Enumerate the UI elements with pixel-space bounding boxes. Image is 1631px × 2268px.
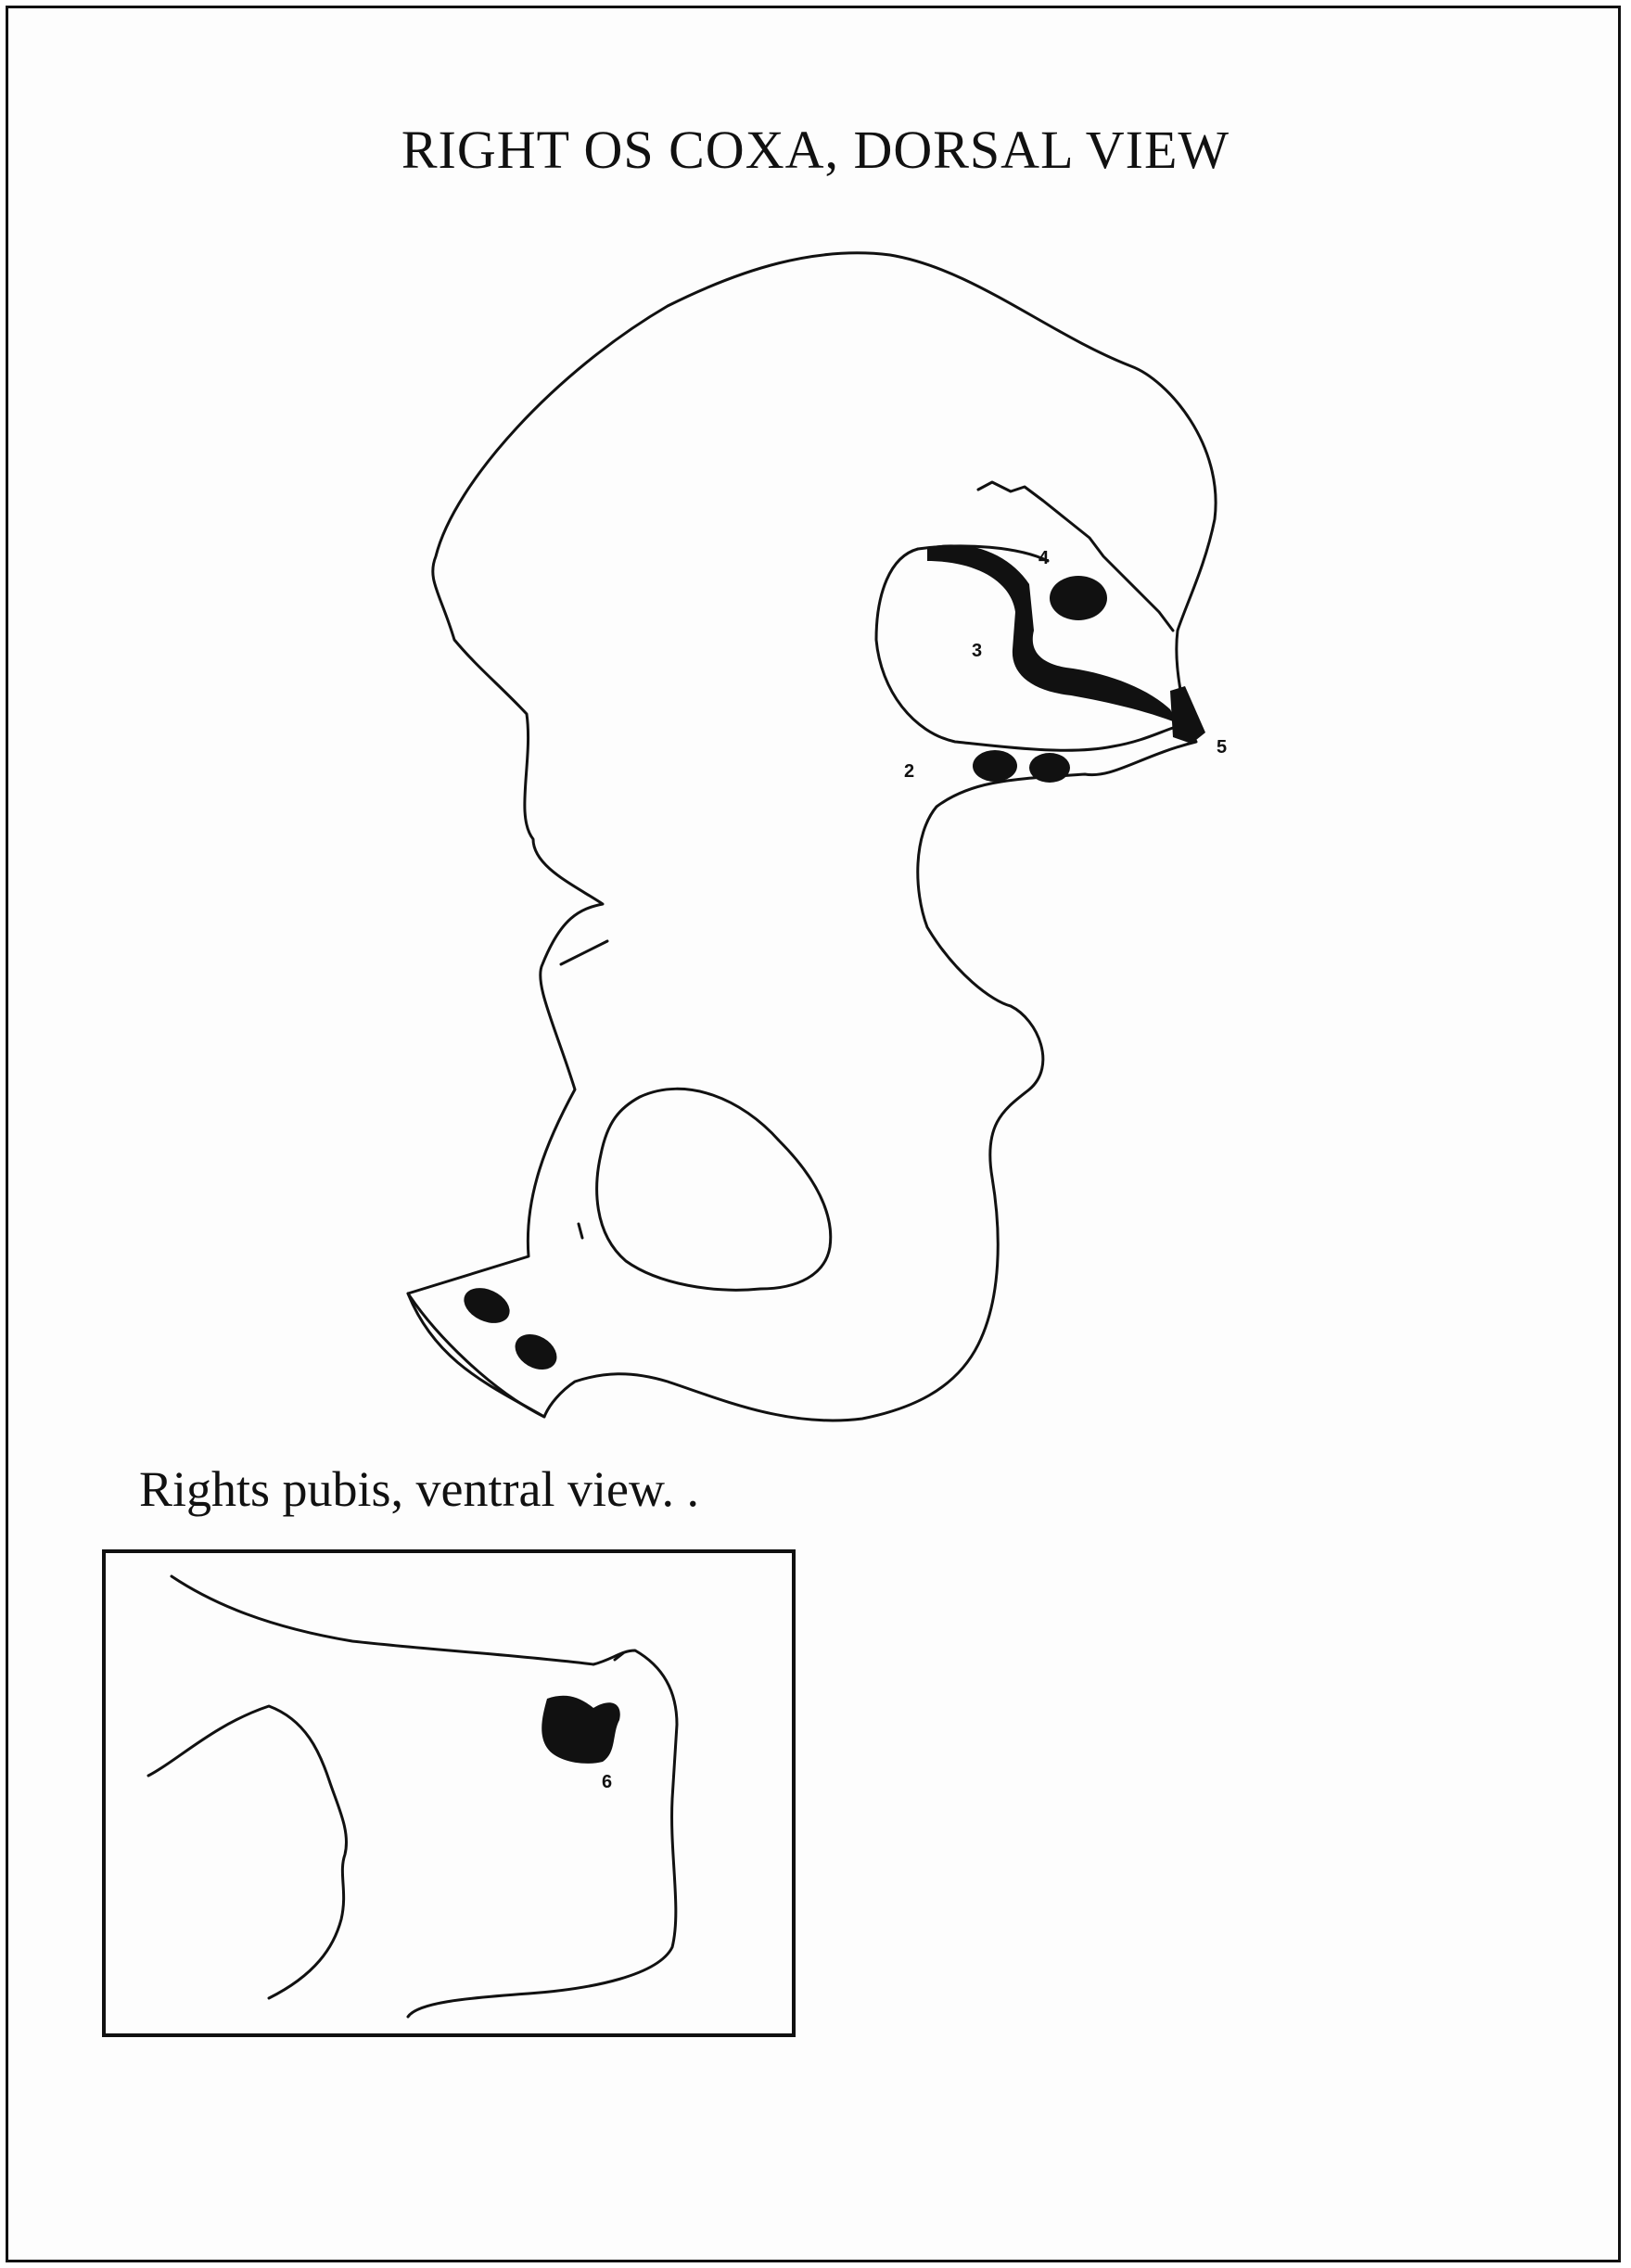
obturator-foramen: [597, 1089, 831, 1290]
marker-4: 4: [1038, 548, 1050, 568]
lesion-2a: [973, 750, 1017, 782]
pubis-inner-edge: [148, 1706, 347, 1998]
lesion-6: [542, 1696, 620, 1764]
notch-line: [561, 941, 607, 964]
lesion-2b: [1029, 753, 1070, 783]
body-line: [579, 1224, 582, 1238]
inset-caption: Rights pubis, ventral view. .: [139, 1460, 699, 1518]
marker-3: 3: [972, 641, 982, 661]
lesion-3-band: [927, 544, 1178, 723]
marker-2: 2: [904, 761, 914, 782]
os-coxa-outline: [408, 253, 1216, 1421]
marker-6: 6: [602, 1772, 612, 1792]
lesion-5: [1170, 686, 1205, 744]
pubis-superior-edge: [172, 1576, 677, 2017]
lesion-pubis-a: [458, 1281, 515, 1331]
lesion-pubis-b: [509, 1327, 564, 1376]
marker-5: 5: [1217, 737, 1227, 758]
lesion-4: [1050, 576, 1107, 620]
pubis-inset-frame: [104, 1551, 794, 2035]
